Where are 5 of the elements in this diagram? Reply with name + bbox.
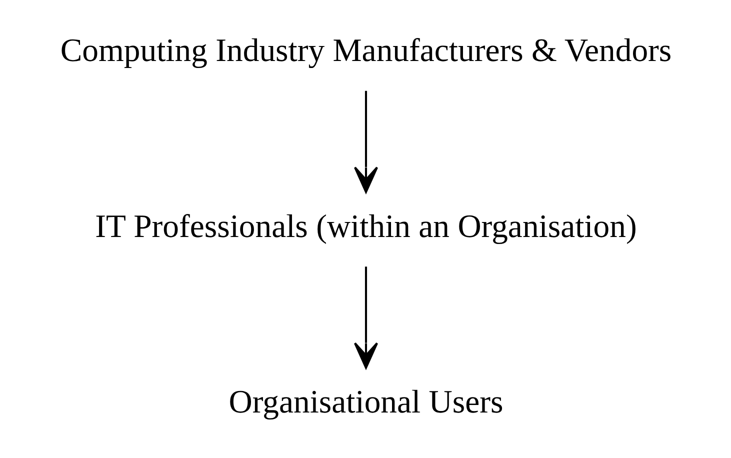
node-text: IT Professionals (within an Organisation) xyxy=(94,208,636,245)
node-text: Computing Industry Manufacturers & Vendors xyxy=(60,33,672,70)
node-text: Organisational Users xyxy=(228,384,503,420)
arrow xyxy=(353,90,378,194)
arrow xyxy=(353,266,378,369)
